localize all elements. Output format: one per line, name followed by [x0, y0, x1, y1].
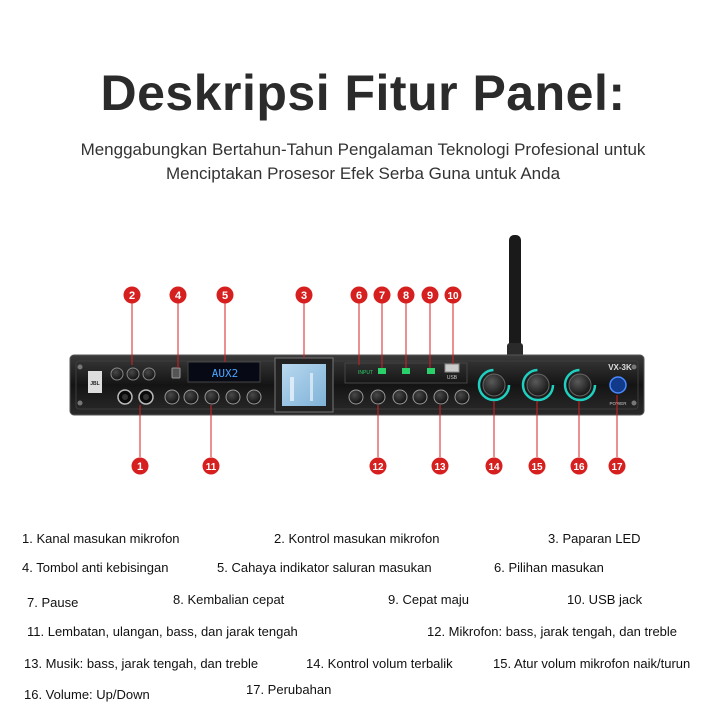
subtitle-line-1: Menggabungkan Bertahun-Tahun Pengalaman … — [80, 140, 646, 159]
leader-lines — [131, 303, 618, 457]
device-panel-figure: JBL AUX2 INPUT — [69, 235, 645, 475]
model-label: VX-3K — [608, 363, 632, 372]
legend-item: 17. Perubahan — [246, 682, 332, 697]
reverse-volume-knob[interactable] — [482, 373, 506, 397]
chassis — [69, 354, 645, 416]
legend-item: 5. Cahaya indikator saluran masukan — [217, 560, 432, 575]
callout-2: 2 — [129, 290, 135, 302]
legend-item: 16. Volume: Up/Down — [24, 687, 150, 702]
callout-10: 10 — [447, 291, 459, 302]
antenna — [507, 235, 523, 359]
echo-treble-knob[interactable] — [246, 389, 262, 405]
music-tone-knobs — [412, 389, 470, 405]
echo-repeat-knob[interactable] — [183, 389, 199, 405]
music-bass-knob[interactable] — [412, 389, 428, 405]
legend-item: 7. Pause — [27, 595, 79, 610]
mic-bass-knob[interactable] — [348, 389, 364, 405]
input-select-label: INPUT — [358, 370, 373, 376]
callout-3: 3 — [301, 290, 307, 302]
mic-control-knob[interactable] — [110, 367, 124, 381]
legend-item: 1. Kanal masukan mikrofon — [22, 531, 180, 546]
power-button[interactable] — [609, 376, 627, 394]
callout-1: 1 — [137, 461, 143, 473]
callout-12: 12 — [372, 462, 384, 473]
legend-item: 9. Cepat maju — [388, 592, 469, 607]
legend-item: 4. Tombol anti kebisingan — [22, 560, 169, 575]
mic-volume-knob[interactable] — [526, 373, 550, 397]
mic-mid-knob[interactable] — [370, 389, 386, 405]
legend-item: 14. Kontrol volum terbalik — [306, 656, 453, 671]
callout-5: 5 — [222, 290, 228, 302]
power-label: POWER — [609, 401, 627, 406]
rewind-button[interactable] — [402, 368, 410, 374]
volume-knobs — [477, 368, 597, 402]
lcd-screen — [274, 357, 334, 413]
subtitle-line-2: Menciptakan Prosesor Efek Serba Guna unt… — [165, 164, 561, 183]
legend-item: 10. USB jack — [567, 592, 643, 607]
callout-7: 7 — [379, 290, 385, 302]
callout-8: 8 — [403, 290, 409, 302]
callout-14: 14 — [488, 462, 500, 473]
pause-button[interactable] — [378, 368, 386, 374]
display-text: AUX2 — [212, 367, 239, 380]
echo-knobs — [164, 389, 262, 405]
power-section: VX-3K POWER — [608, 363, 632, 406]
mic-control-knob[interactable] — [126, 367, 140, 381]
echo-delay-knob[interactable] — [164, 389, 180, 405]
callout-13: 13 — [434, 462, 446, 473]
usb-label: USB — [447, 375, 458, 381]
callout-16: 16 — [573, 462, 585, 473]
callouts-top: 2 4 5 3 6 7 8 9 10 — [123, 286, 462, 304]
callouts-bottom: 1 11 12 13 14 15 16 17 — [131, 457, 626, 475]
echo-mid-knob[interactable] — [225, 389, 241, 405]
input-indicator-display: AUX2 — [187, 361, 261, 383]
legend-item: 8. Kembalian cepat — [173, 592, 285, 607]
master-volume-knob[interactable] — [568, 373, 592, 397]
mic-input-jacks — [117, 389, 154, 405]
callout-15: 15 — [531, 462, 543, 473]
legend-item: 11. Lembatan, ulangan, bass, dan jarak t… — [27, 624, 298, 639]
legend-item: 13. Musik: bass, jarak tengah, dan trebl… — [24, 656, 259, 671]
forward-button[interactable] — [427, 368, 435, 374]
mic-input-controls — [110, 367, 156, 381]
legend-item: 6. Pilihan masukan — [494, 560, 604, 575]
legend-item: 15. Atur volum mikrofon naik/turun — [493, 656, 691, 671]
callout-11: 11 — [206, 462, 217, 473]
subtitle: Menggabungkan Bertahun-Tahun Pengalaman … — [0, 138, 726, 186]
usb-jack[interactable] — [444, 363, 460, 373]
mic-treble-knob[interactable] — [392, 389, 408, 405]
mic-tone-knobs — [348, 389, 408, 405]
echo-bass-knob[interactable] — [204, 389, 220, 405]
legend-item: 3. Paparan LED — [548, 531, 641, 546]
mic-control-knob[interactable] — [142, 367, 156, 381]
legend-item: 2. Kontrol masukan mikrofon — [274, 531, 440, 546]
brand-logo: JBL — [88, 371, 102, 393]
legend-item: 12. Mikrofon: bass, jarak tengah, dan tr… — [427, 624, 678, 639]
callout-6: 6 — [356, 290, 362, 302]
callout-9: 9 — [427, 290, 433, 302]
music-mid-knob[interactable] — [433, 389, 449, 405]
music-treble-knob[interactable] — [454, 389, 470, 405]
brand-logo-text: JBL — [90, 381, 99, 387]
anti-noise-button[interactable] — [171, 367, 181, 379]
callout-17: 17 — [611, 462, 623, 473]
page-title: Deskripsi Fitur Panel: — [100, 65, 626, 121]
callout-4: 4 — [175, 290, 182, 302]
